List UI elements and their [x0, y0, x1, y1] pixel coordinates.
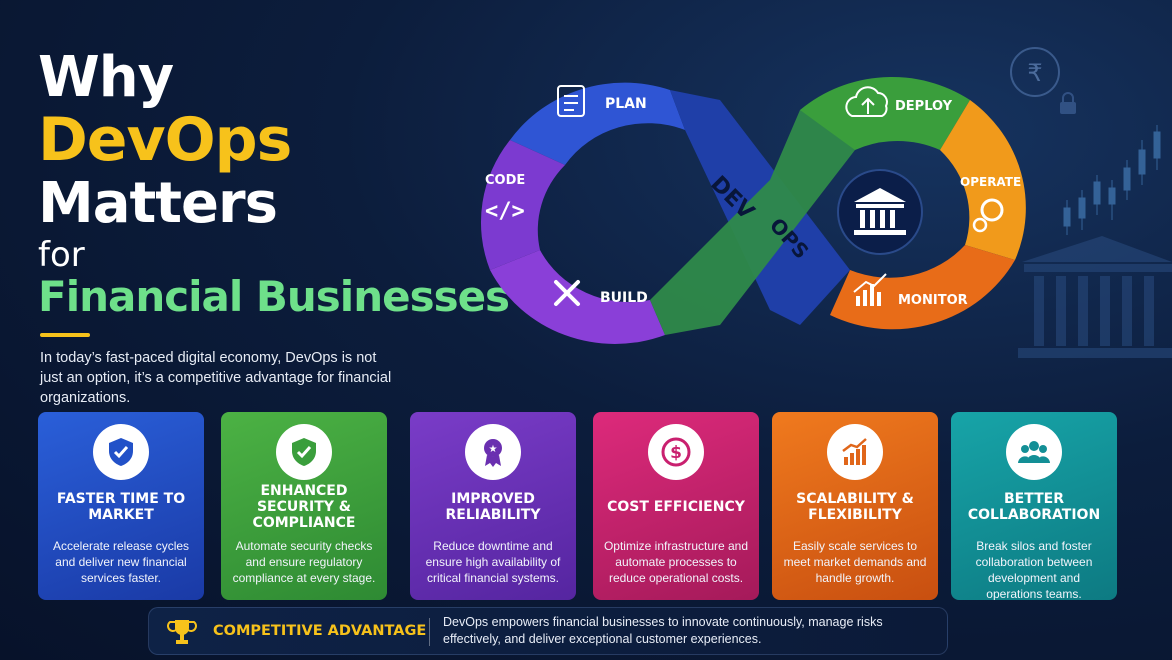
title-underline	[40, 333, 90, 337]
trophy-icon	[167, 620, 197, 644]
clipboard-icon	[557, 85, 585, 117]
svg-text:₹: ₹	[1027, 59, 1042, 87]
card-cost-efficiency: $ COST EFFICIENCY Optimize infrastructur…	[593, 412, 759, 600]
headline-matters: Matters	[38, 171, 278, 236]
card-title: ENHANCED SECURITY & COMPLIANCE	[252, 483, 356, 531]
loop-segment-build	[490, 250, 665, 344]
stage-label-build: BUILD	[600, 290, 648, 306]
bank-building-silhouette	[1018, 236, 1172, 358]
card-description: Reduce downtime and ensure high availabi…	[425, 539, 561, 585]
card-faster-time-to-market: FASTER TIME TO MARKET Accelerate release…	[38, 412, 204, 600]
loop-segment-plan	[510, 82, 685, 165]
competitive-advantage-banner: COMPETITIVE ADVANTAGE DevOps empowers fi…	[148, 607, 948, 655]
stage-monitor: MONITOR	[853, 273, 968, 308]
card-title: IMPROVED RELIABILITY	[445, 491, 541, 523]
bar-chart-icon	[856, 284, 881, 306]
card-description: Automate security checks and ensure regu…	[232, 539, 376, 585]
card-description: Break silos and foster collaboration bet…	[975, 539, 1093, 600]
card-improved-reliability: ★ IMPROVED RELIABILITY Reduce downtime a…	[410, 412, 576, 600]
stage-label-code: CODE	[485, 173, 525, 188]
lock-icon	[1060, 92, 1076, 114]
stage-build: BUILD	[554, 280, 648, 306]
card-title: FASTER TIME TO MARKET	[56, 491, 186, 523]
card-description: Accelerate release cycles and deliver ne…	[52, 539, 190, 585]
banner-text: DevOps empowers financial businesses to …	[443, 615, 883, 646]
banner-label: COMPETITIVE ADVANTAGE	[213, 623, 427, 639]
loop-segment-operate	[940, 100, 1026, 260]
shield-check-icon	[276, 424, 332, 480]
card-title: BETTER COLLABORATION	[967, 491, 1101, 523]
candlestick-chart-icon	[1063, 125, 1161, 235]
stage-label-deploy: DEPLOY	[895, 99, 953, 114]
card-title: SCALABILITY & FLEXIBILITY	[796, 491, 914, 523]
gears-icon	[980, 198, 1004, 222]
stage-label-monitor: MONITOR	[898, 293, 968, 308]
dollar-coin-icon: $	[648, 424, 704, 480]
card-title: COST EFFICIENCY	[607, 499, 745, 515]
banner-divider	[429, 618, 430, 646]
svg-text:★: ★	[489, 444, 498, 455]
headline-devops: DevOps	[38, 105, 292, 175]
team-icon	[1006, 424, 1062, 480]
svg-text:$: $	[670, 443, 682, 463]
card-description: Optimize infrastructure and automate pro…	[603, 539, 749, 585]
headline-financial-businesses: Financial Businesses	[38, 272, 510, 321]
finance-background-decoration: ₹	[1010, 47, 1172, 358]
headline-for: for	[38, 235, 85, 275]
stage-operate: OPERATE	[960, 175, 1021, 233]
tools-icon	[554, 280, 580, 306]
rupee-icon	[1010, 47, 1060, 97]
loop-cross-ops	[650, 100, 855, 335]
loop-segment-monitor	[830, 245, 1015, 330]
headline: Why DevOps Matters for Financial Busines…	[38, 45, 510, 321]
stage-label-plan: PLAN	[605, 96, 647, 112]
stage-code: CODE </>	[485, 173, 525, 224]
benefit-cards: FASTER TIME TO MARKET Accelerate release…	[38, 412, 1118, 600]
card-scalability-flexibility: SCALABILITY & FLEXIBILITY Easily scale s…	[772, 412, 938, 600]
stage-label-operate: OPERATE	[960, 175, 1021, 189]
card-better-collaboration: BETTER COLLABORATION Break silos and fos…	[951, 412, 1117, 600]
stage-deploy: DEPLOY	[845, 86, 953, 117]
bank-center-icon	[837, 169, 923, 255]
stage-plan: PLAN	[557, 85, 647, 117]
loop-segment-code	[480, 140, 565, 270]
code-brackets-icon: </>	[485, 199, 525, 224]
award-ribbon-icon: ★	[465, 424, 521, 480]
card-description: Easily scale services to meet market dem…	[783, 539, 927, 585]
shield-check-icon	[93, 424, 149, 480]
card-enhanced-security: ENHANCED SECURITY & COMPLIANCE Automate …	[221, 412, 387, 600]
headline-why: Why	[38, 45, 174, 110]
intro-paragraph: In today’s fast-paced digital economy, D…	[40, 350, 392, 406]
cloud-upload-icon	[845, 86, 888, 117]
growth-chart-icon	[827, 424, 883, 480]
devops-infinity-loop: PLAN CODE </> BUILD DEPLOY OPERATE MONIT…	[480, 76, 1026, 344]
